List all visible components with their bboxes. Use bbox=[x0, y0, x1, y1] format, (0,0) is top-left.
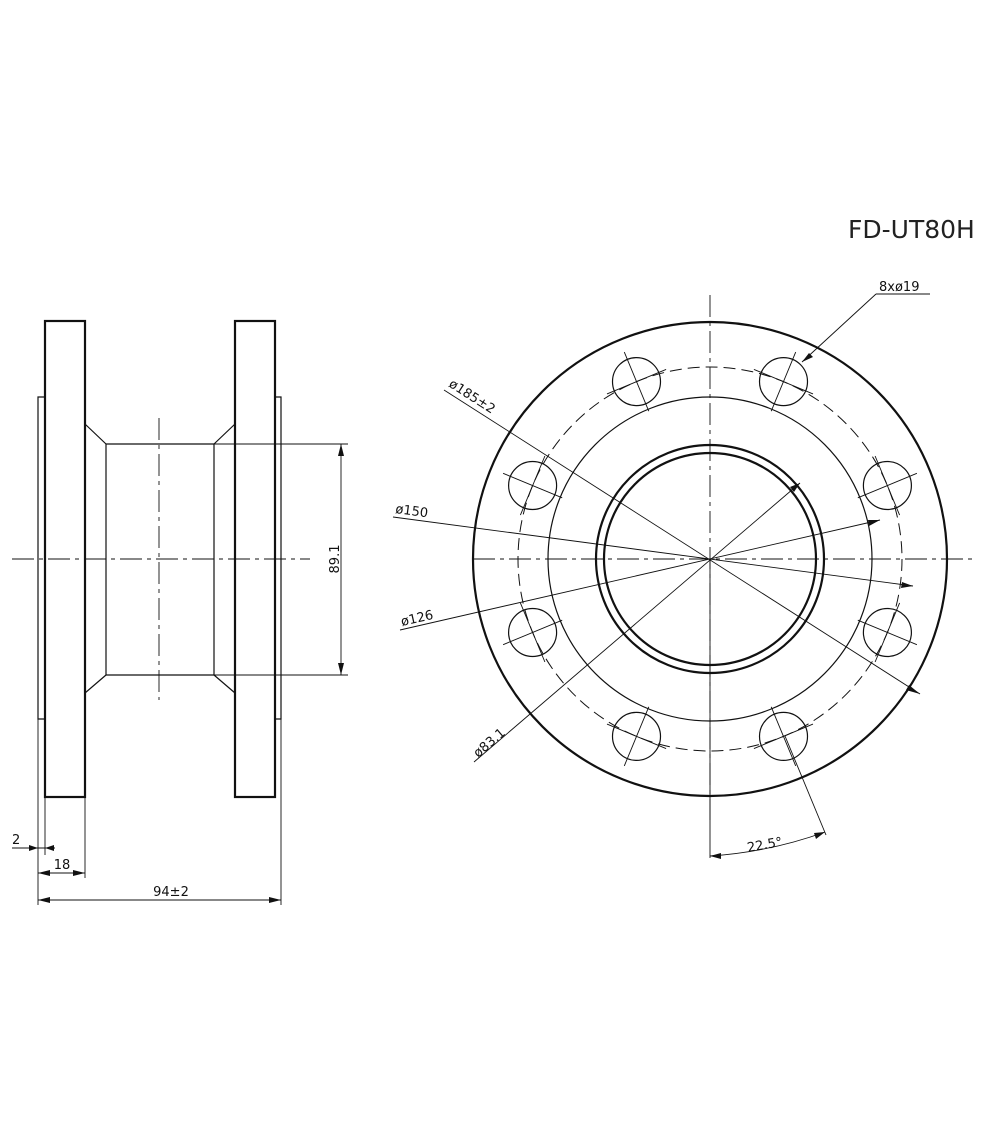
dim-flange-thickness-text: 18 bbox=[54, 858, 71, 873]
bolt-hole-tangent-mark bbox=[753, 368, 814, 395]
dim-inner-diameter-text: 89.1 bbox=[328, 545, 343, 574]
left-facing bbox=[37, 396, 45, 720]
dim-raised-face-text: ø126 bbox=[400, 608, 435, 630]
bolt-hole-circle bbox=[611, 357, 662, 407]
hub-body bbox=[84, 423, 236, 694]
bolt-hole bbox=[502, 602, 563, 663]
dim-bolt-holes-text: 8xø19 bbox=[879, 280, 919, 295]
bolt-hole-circle bbox=[507, 607, 558, 658]
bolt-hole bbox=[753, 706, 814, 767]
angle-dimension: 22.5° bbox=[709, 559, 827, 859]
raised-face-callout: ø126 bbox=[400, 519, 881, 631]
bolt-hole-circle bbox=[758, 711, 809, 762]
bolt-hole-circle bbox=[611, 711, 662, 762]
bolt-hole-tangent-mark bbox=[606, 723, 667, 750]
dim-angle-text: 22.5° bbox=[746, 835, 784, 856]
bolt-hole-tangent-mark bbox=[874, 455, 901, 516]
bolt-hole bbox=[606, 706, 667, 767]
flange-offset-dimension: 2 bbox=[12, 719, 55, 905]
dim-bore-text: ø83.1 bbox=[471, 726, 509, 761]
bolt-hole bbox=[857, 455, 918, 516]
dim-outer-diameter-text: ø185±2 bbox=[446, 377, 498, 418]
bolt-hole bbox=[606, 351, 667, 412]
front-view: 8xø19 ø185±2 ø150 ø126 ø83.1 bbox=[392, 280, 976, 859]
bolt-hole-circle bbox=[507, 460, 558, 511]
bolt-hole bbox=[753, 351, 814, 412]
bolt-hole-tangent-mark bbox=[519, 455, 546, 516]
bolt-hole bbox=[857, 602, 918, 663]
bore-callout: ø83.1 bbox=[471, 482, 801, 763]
right-facing bbox=[275, 396, 282, 720]
bolt-hole-tangent-mark bbox=[874, 602, 901, 663]
bolt-hole-tangent-mark bbox=[606, 368, 667, 395]
bolt-circle-callout: ø150 bbox=[392, 502, 914, 588]
bolt-hole-tangent-mark bbox=[753, 723, 814, 750]
side-view: 89.1 2 18 94±2 bbox=[12, 319, 348, 905]
bolt-hole-circle bbox=[758, 357, 809, 407]
bolt-hole-tangent-mark bbox=[519, 602, 546, 663]
overall-length-dimension: 94±2 bbox=[38, 719, 282, 905]
bolt-holes bbox=[502, 351, 918, 767]
dim-flange-offset-text: 2 bbox=[12, 833, 20, 848]
inner-diameter-dimension: 89.1 bbox=[214, 443, 348, 676]
bolt-hole-callout: 8xø19 bbox=[801, 280, 930, 363]
flange-thickness-dimension: 18 bbox=[38, 797, 86, 878]
bolt-hole bbox=[502, 455, 563, 516]
dim-overall-length-text: 94±2 bbox=[153, 885, 189, 900]
model-title: FD-UT80H bbox=[848, 215, 975, 244]
bolt-hole-circle bbox=[862, 607, 913, 658]
bolt-hole-circle bbox=[862, 460, 913, 511]
dim-bolt-circle-text: ø150 bbox=[394, 502, 428, 521]
